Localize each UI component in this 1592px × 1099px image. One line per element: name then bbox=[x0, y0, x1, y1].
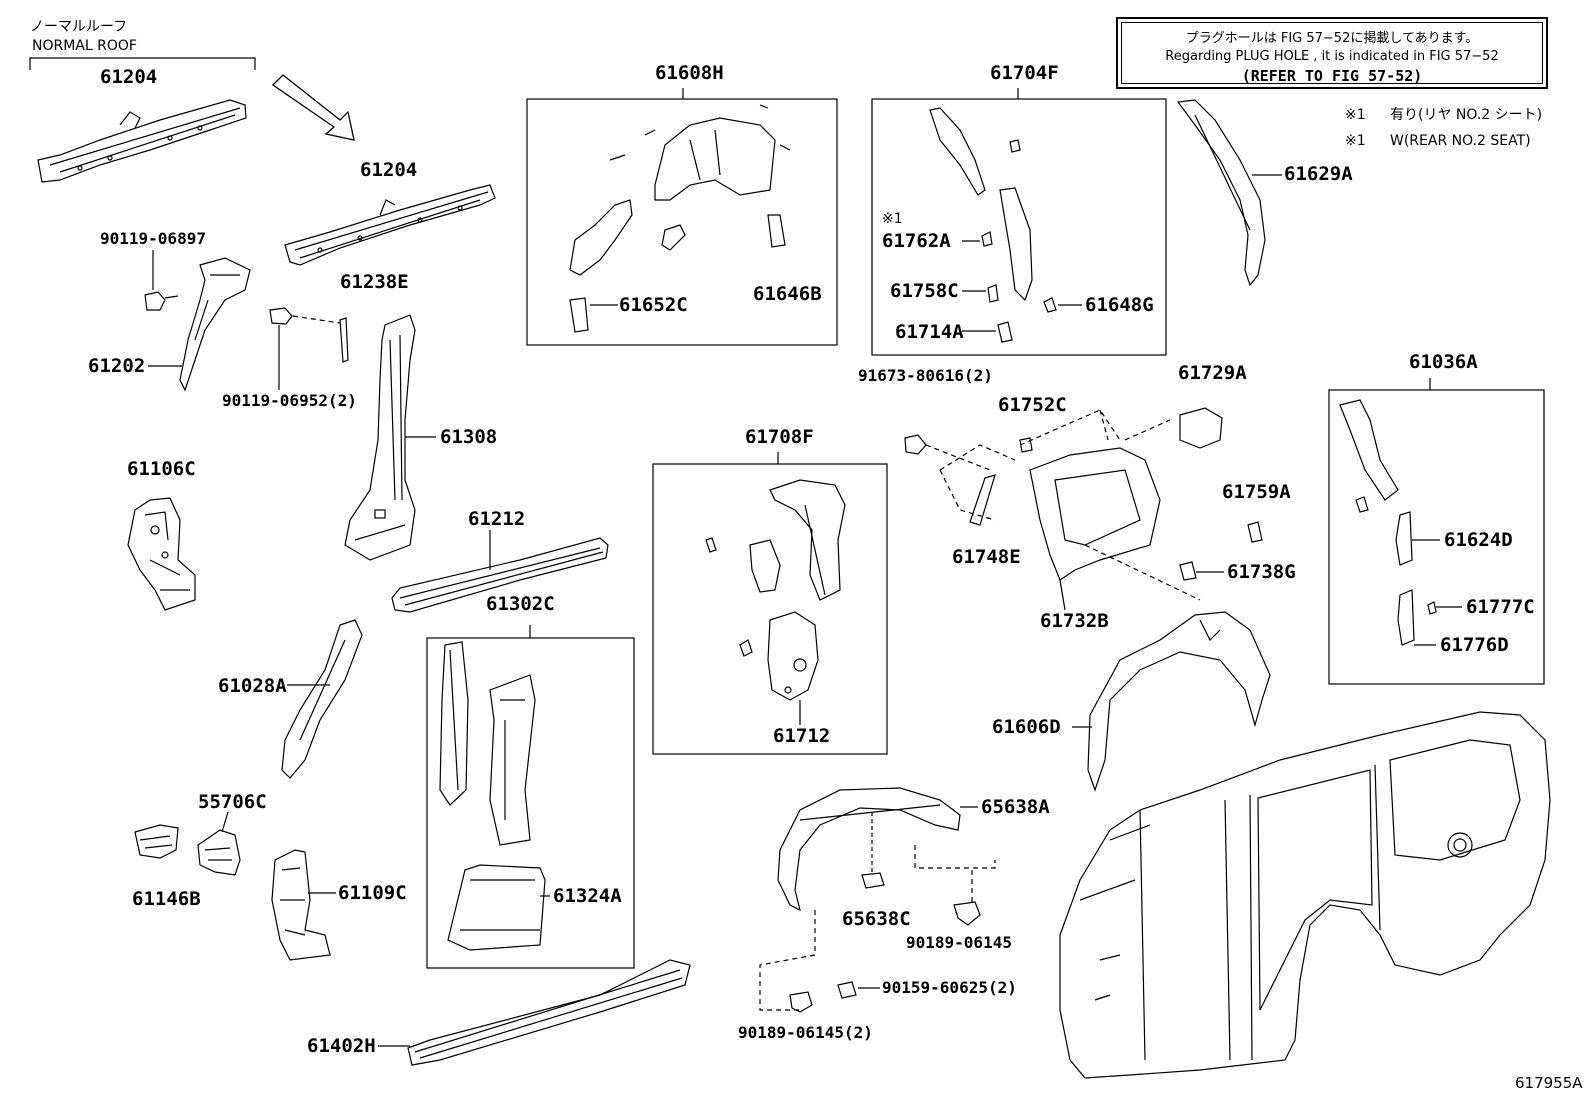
part-61109C-drawing bbox=[271, 849, 336, 961]
part-body-side-drawing bbox=[1059, 711, 1551, 1079]
remark-mark-1: ※1 bbox=[1345, 107, 1366, 123]
figure-reference-number: 617955A bbox=[1515, 1074, 1583, 1092]
part-61732B-drawing bbox=[904, 407, 1263, 611]
part-label-61606D[interactable]: 61606D bbox=[992, 716, 1061, 738]
box-61708F bbox=[652, 452, 888, 755]
part-61146B-drawing bbox=[134, 824, 179, 859]
part-label-61738G[interactable]: 61738G bbox=[1227, 561, 1296, 583]
remark-mark-2: ※1 bbox=[1345, 133, 1366, 149]
part-label-61646B[interactable]: 61646B bbox=[753, 283, 822, 305]
part-label-61776D[interactable]: 61776D bbox=[1440, 634, 1509, 656]
normal-roof-jp-label: ノーマルルーフ bbox=[30, 19, 128, 35]
note-line-refer: (REFER TO FIG 57-52) bbox=[1241, 67, 1423, 85]
part-label-65638C[interactable]: 65638C bbox=[842, 908, 911, 930]
part-label-61652C[interactable]: 61652C bbox=[619, 294, 688, 316]
part-61028A-drawing bbox=[281, 619, 363, 779]
part-label-61758C[interactable]: 61758C bbox=[890, 280, 959, 302]
note-line-jp: プラグホールは FIG 57−52に掲載してあります。 bbox=[1185, 31, 1479, 46]
part-label-90119-06952[interactable]: 90119-06952(2) bbox=[222, 391, 357, 410]
part-label-61308[interactable]: 61308 bbox=[440, 426, 498, 448]
part-label-61324A[interactable]: 61324A bbox=[553, 885, 622, 907]
remark-text-1: 有り(リヤ NO.2 シート) bbox=[1390, 107, 1543, 123]
part-label-91673-80616[interactable]: 91673-80616(2) bbox=[858, 366, 993, 385]
part-label-61759A[interactable]: 61759A bbox=[1222, 481, 1291, 503]
part-61606D-drawing bbox=[1072, 611, 1271, 792]
part-61212-drawing bbox=[391, 530, 609, 613]
part-label-61212[interactable]: 61212 bbox=[468, 508, 526, 530]
box-61302C bbox=[426, 625, 635, 969]
part-label-55706C[interactable]: 55706C bbox=[198, 791, 267, 813]
part-61308-drawing bbox=[344, 314, 436, 561]
remark-text-2: W(REAR NO.2 SEAT) bbox=[1390, 133, 1531, 149]
direction-arrow bbox=[271, 74, 355, 141]
part-label-61729A[interactable]: 61729A bbox=[1178, 362, 1247, 384]
part-label-61109C[interactable]: 61109C bbox=[338, 882, 407, 904]
part-label-65638A[interactable]: 65638A bbox=[981, 796, 1050, 818]
part-label-61777C[interactable]: 61777C bbox=[1466, 596, 1535, 618]
part-label-90159-60625[interactable]: 90159-60625(2) bbox=[882, 978, 1017, 997]
reference-note: プラグホールは FIG 57−52に掲載してあります。 Regarding PL… bbox=[1116, 17, 1548, 89]
part-label-61146B[interactable]: 61146B bbox=[132, 888, 201, 910]
part-label-61624D[interactable]: 61624D bbox=[1444, 529, 1513, 551]
part-label-61204-second[interactable]: 61204 bbox=[360, 159, 418, 181]
part-label-61202[interactable]: 61202 bbox=[88, 355, 146, 377]
box-61608H bbox=[526, 88, 838, 346]
part-61629A-drawing bbox=[1176, 99, 1282, 287]
part-label-61106C[interactable]: 61106C bbox=[127, 458, 196, 480]
part-label-61608H[interactable]: 61608H bbox=[655, 62, 724, 84]
box-61036A bbox=[1328, 378, 1545, 685]
part-label-61238E[interactable]: 61238E bbox=[340, 271, 409, 293]
part-label-61036A[interactable]: 61036A bbox=[1409, 351, 1478, 373]
part-label-61648G[interactable]: 61648G bbox=[1085, 294, 1154, 316]
note-line-en: Regarding PLUG HOLE , it is indicated in… bbox=[1165, 49, 1499, 64]
part-label-61748E[interactable]: 61748E bbox=[952, 546, 1021, 568]
part-label-61712[interactable]: 61712 bbox=[773, 725, 831, 747]
part-label-61762A[interactable]: 61762A bbox=[882, 230, 951, 252]
part-65638A-drawing bbox=[759, 787, 996, 1013]
part-label-61708F[interactable]: 61708F bbox=[745, 426, 814, 448]
part-label-61752C[interactable]: 61752C bbox=[998, 394, 1067, 416]
mark-61762A: ※1 bbox=[882, 211, 903, 227]
part-61204-top-drawing bbox=[37, 99, 247, 183]
normal-roof-bracket bbox=[29, 57, 256, 70]
part-61402H-drawing bbox=[378, 959, 691, 1066]
part-label-61204-top[interactable]: 61204 bbox=[100, 66, 158, 88]
part-61202-drawing bbox=[144, 250, 251, 392]
part-61238E-drawing bbox=[269, 307, 349, 390]
part-label-90119-06897[interactable]: 90119-06897 bbox=[100, 229, 206, 248]
part-label-61028A[interactable]: 61028A bbox=[218, 675, 287, 697]
part-61204-second-drawing bbox=[284, 184, 496, 266]
part-label-61732B[interactable]: 61732B bbox=[1040, 610, 1109, 632]
part-label-61714A[interactable]: 61714A bbox=[895, 321, 964, 343]
part-label-61629A[interactable]: 61629A bbox=[1284, 163, 1353, 185]
normal-roof-en-label: NORMAL ROOF bbox=[32, 38, 137, 54]
part-label-61402H[interactable]: 61402H bbox=[307, 1035, 376, 1057]
part-label-90189-06145x2[interactable]: 90189-06145(2) bbox=[738, 1023, 873, 1042]
reference-note-inner: プラグホールは FIG 57−52に掲載してあります。 Regarding PL… bbox=[1121, 22, 1543, 85]
part-label-61704F[interactable]: 61704F bbox=[990, 62, 1059, 84]
part-label-61302C[interactable]: 61302C bbox=[486, 593, 555, 615]
part-55706C-drawing bbox=[197, 811, 241, 876]
part-label-90189-06145[interactable]: 90189-06145 bbox=[906, 933, 1012, 952]
part-61106C-drawing bbox=[127, 497, 196, 611]
box-61704F bbox=[871, 88, 1167, 356]
